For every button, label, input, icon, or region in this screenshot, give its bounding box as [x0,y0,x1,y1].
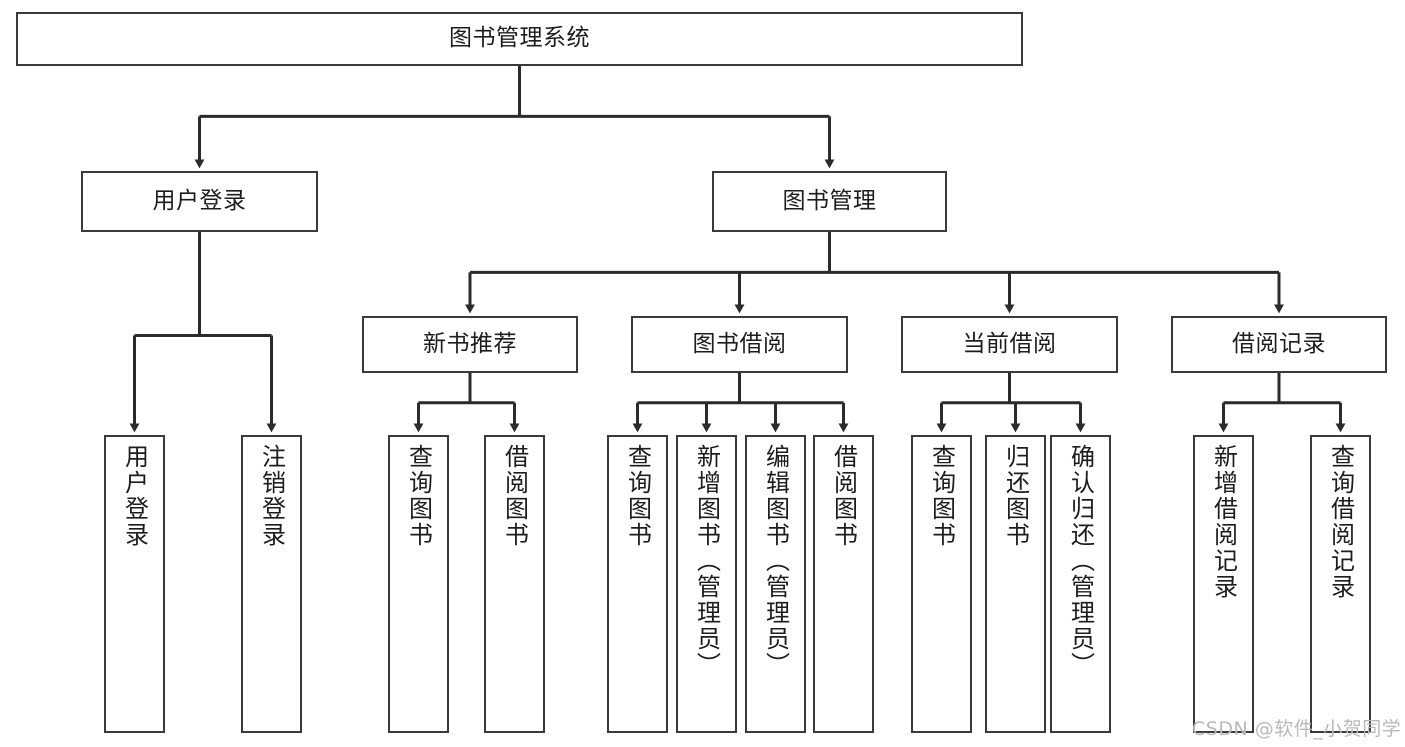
node-leaf-br-add[interactable]: 新增借阅记录 [1193,435,1254,733]
node-leaf-bb-query[interactable]: 查询图书 [607,435,668,733]
node-label-leaf-bb-add: 新增图书（管理员） [692,444,721,678]
node-label-leaf-bb-edit: 编辑图书（管理员） [761,444,790,678]
node-label-leaf-br-add: 新增借阅记录 [1209,444,1238,600]
node-label-borrow-record: 借阅记录 [1232,330,1326,357]
node-user-login[interactable]: 用户登录 [81,171,318,232]
node-book-borrow[interactable]: 图书借阅 [631,316,848,373]
node-leaf-rec-query[interactable]: 查询图书 [388,435,449,733]
node-label-book-mgmt: 图书管理 [782,187,877,214]
node-label-leaf-user-login: 用户登录 [120,444,149,548]
node-borrow-record[interactable]: 借阅记录 [1171,316,1387,373]
node-current-borrow[interactable]: 当前借阅 [901,316,1118,373]
node-leaf-user-login[interactable]: 用户登录 [104,435,165,733]
node-label-leaf-bb-borrow: 借阅图书 [829,444,858,548]
node-label-new-book-rec: 新书推荐 [423,330,517,357]
node-label-leaf-br-query: 查询借阅记录 [1326,444,1355,600]
node-label-leaf-cb-query: 查询图书 [927,444,956,548]
node-label-user-login: 用户登录 [152,187,247,214]
node-label-leaf-user-logout: 注销登录 [257,444,286,548]
node-leaf-cb-return[interactable]: 归还图书 [985,435,1046,733]
node-label-leaf-cb-confirm: 确认归还（管理员） [1066,444,1095,678]
node-leaf-rec-borrow[interactable]: 借阅图书 [484,435,545,733]
node-label-leaf-rec-borrow: 借阅图书 [500,444,529,548]
node-leaf-cb-confirm[interactable]: 确认归还（管理员） [1050,435,1111,733]
node-leaf-cb-query[interactable]: 查询图书 [911,435,972,733]
node-new-book-rec[interactable]: 新书推荐 [362,316,578,373]
node-leaf-user-logout[interactable]: 注销登录 [241,435,302,733]
node-label-leaf-cb-return: 归还图书 [1001,444,1030,548]
node-leaf-bb-edit[interactable]: 编辑图书（管理员） [745,435,806,733]
node-label-root: 图书管理系统 [449,25,590,52]
node-label-book-borrow: 图书借阅 [692,330,787,357]
node-label-leaf-rec-query: 查询图书 [404,444,433,548]
node-leaf-bb-borrow[interactable]: 借阅图书 [813,435,874,733]
node-label-leaf-bb-query: 查询图书 [623,444,652,548]
node-book-mgmt[interactable]: 图书管理 [712,171,947,232]
node-leaf-br-query[interactable]: 查询借阅记录 [1310,435,1371,733]
node-label-current-borrow: 当前借阅 [962,330,1057,357]
node-leaf-bb-add[interactable]: 新增图书（管理员） [676,435,737,733]
node-root[interactable]: 图书管理系统 [16,12,1023,66]
